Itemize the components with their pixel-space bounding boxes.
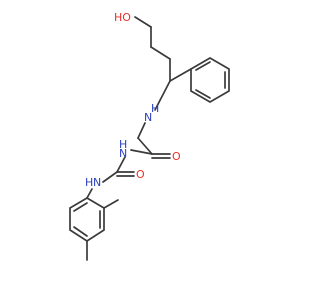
dimethylphenyl-ring xyxy=(69,197,105,243)
bond-nh-aryl xyxy=(86,188,93,199)
label-amide-n: N xyxy=(119,147,127,160)
bond-urea-nh xyxy=(102,171,118,183)
bond-nh-ch2 xyxy=(137,122,146,139)
bond-ch-nh xyxy=(154,80,171,111)
bond-ho-c1 xyxy=(134,16,152,28)
aryl-double-3 xyxy=(73,226,88,237)
label-carbonyl-o: O xyxy=(172,150,181,163)
phenyl-double-3 xyxy=(195,89,211,99)
label-urea-o: O xyxy=(136,168,145,181)
structure-canvas: HO H N O H N O H N xyxy=(69,11,230,261)
phenyl-double-1 xyxy=(195,61,211,71)
label-amine-n: N xyxy=(144,111,152,124)
label-hydroxyl: HO xyxy=(114,11,131,24)
phenyl-ring xyxy=(190,57,230,103)
bond-c2-c3 xyxy=(150,46,171,60)
methyl-ortho xyxy=(103,199,119,209)
bond-co-nh xyxy=(130,149,153,155)
label-amine-h: H xyxy=(151,102,159,115)
aryl-double-1 xyxy=(73,202,88,212)
molecule-structure: HO H N O H N O H N xyxy=(69,11,230,261)
label-amide-h: H xyxy=(119,138,127,151)
bond-nh-urea xyxy=(116,156,126,173)
bond-ch2-co xyxy=(137,137,153,155)
bond-ch-ph xyxy=(169,68,192,82)
label-urea-h: H xyxy=(85,176,93,189)
label-urea-n: N xyxy=(93,176,101,189)
